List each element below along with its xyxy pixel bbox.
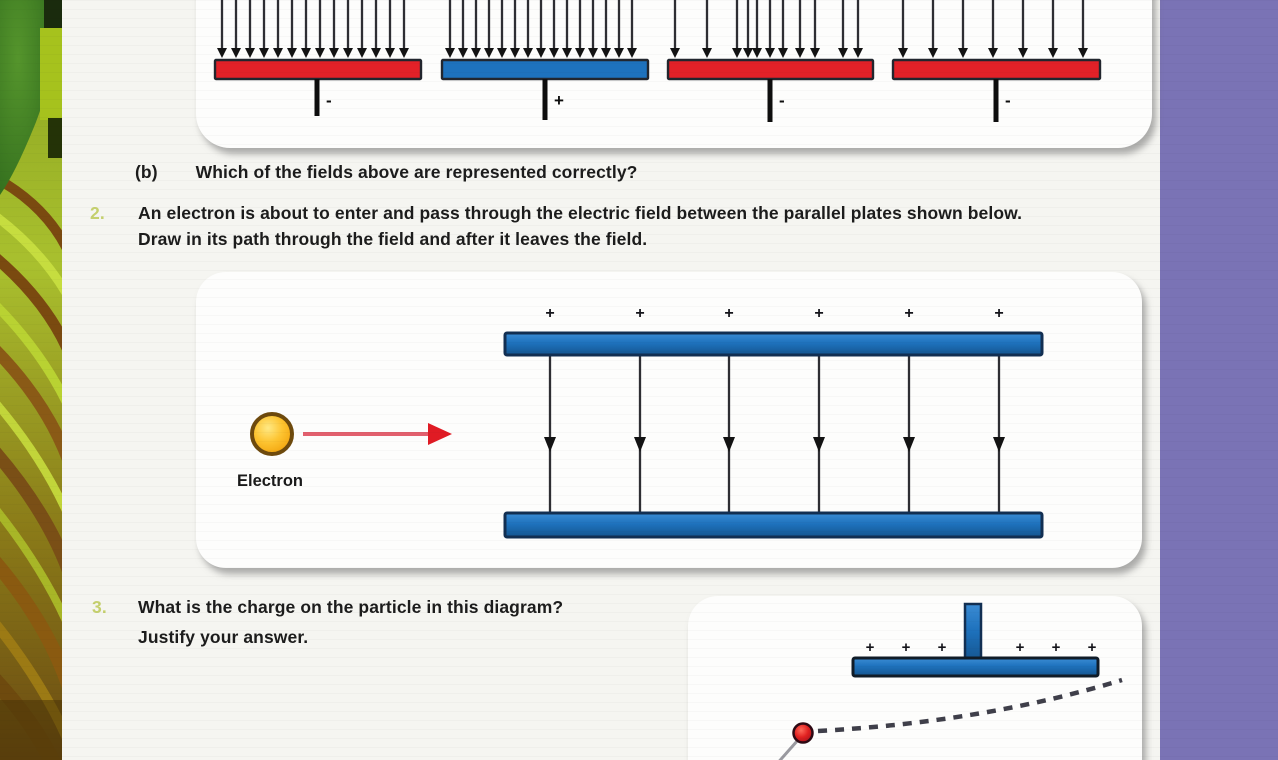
field-diagrams-panel — [196, 0, 1152, 148]
question-3-number: 3. — [92, 597, 107, 617]
plant-photo-art — [0, 0, 62, 760]
question-3-line2: Justify your answer. — [138, 627, 309, 647]
question-b-label: (b) — [135, 162, 158, 182]
question-b-row: (b) Which of the fields above are repres… — [135, 162, 637, 183]
particle-diagram-panel — [688, 596, 1142, 760]
question-2-line2: Draw in its path through the field and a… — [138, 229, 648, 249]
electron-diagram-panel — [196, 272, 1142, 568]
question-2-number: 2. — [90, 203, 105, 223]
question-2-line1: An electron is about to enter and pass t… — [138, 203, 1023, 223]
purple-margin — [1160, 0, 1278, 760]
question-b-text: Which of the fields above are represente… — [195, 162, 638, 182]
plant-photo-strip — [0, 0, 62, 760]
question-3-line1: What is the charge on the particle in th… — [138, 597, 564, 617]
